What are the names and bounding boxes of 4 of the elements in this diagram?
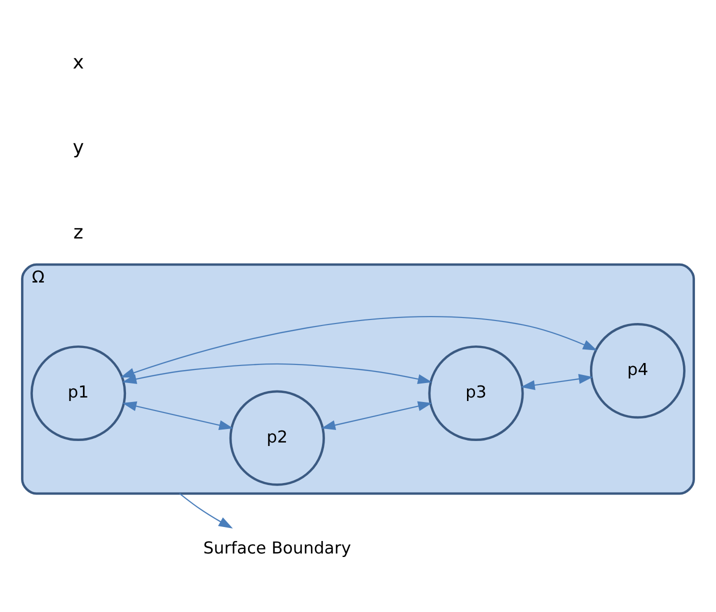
label: z xyxy=(73,220,84,243)
label: x xyxy=(72,50,84,73)
node-text: Surface Boundary xyxy=(203,538,352,557)
label: y xyxy=(72,136,84,158)
